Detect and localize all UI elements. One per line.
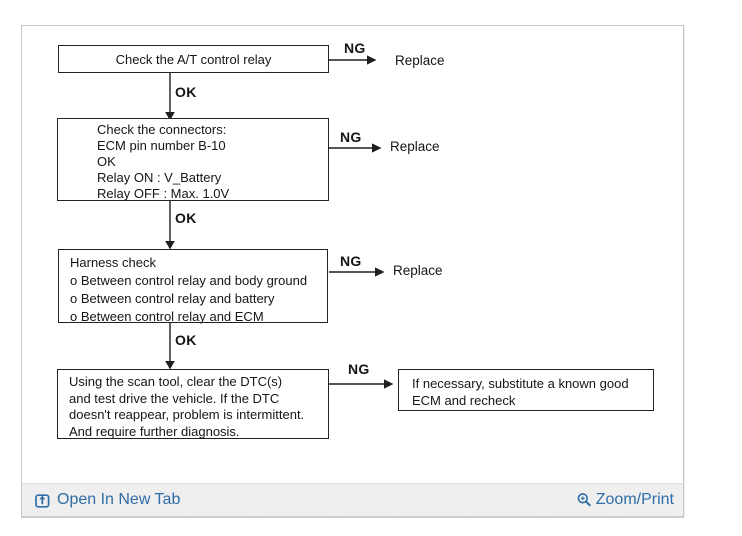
flow-step-line: Harness check	[70, 255, 156, 270]
flow-step-line: o Between control relay and ECM	[70, 309, 264, 324]
flow-step-scan-tool: Using the scan tool, clear the DTC(s) an…	[57, 369, 329, 439]
flow-step-line: Check the connectors:	[97, 122, 227, 137]
flow-step-line: ECM pin number B-10	[97, 138, 226, 153]
ok-label: OK	[175, 84, 197, 100]
open-in-new-tab-link[interactable]: Open In New Tab	[34, 491, 180, 509]
zoom-magnifier-icon	[576, 492, 593, 509]
flow-step-line: And require further diagnosis.	[69, 423, 240, 439]
flow-step-check-connectors: Check the connectors: ECM pin number B-1…	[57, 118, 329, 201]
flow-step-line: o Between control relay and battery	[70, 291, 275, 306]
diagram-viewer-panel: Check the A/T control relay Check the co…	[21, 25, 684, 517]
viewer-footer-bar: Open In New Tab Zoom/Print	[22, 483, 683, 516]
flowchart-canvas: Check the A/T control relay Check the co…	[22, 26, 683, 483]
flow-step-check-relay: Check the A/T control relay	[58, 45, 329, 73]
flow-result-substitute-ecm: If necessary, substitute a known good EC…	[398, 369, 654, 411]
replace-label: Replace	[393, 263, 443, 278]
ok-label: OK	[175, 332, 197, 348]
zoom-print-link[interactable]: Zoom/Print	[576, 491, 674, 509]
open-in-new-tab-icon	[34, 492, 51, 509]
flow-step-line: OK	[97, 154, 116, 169]
flowchart-arrows	[165, 55, 394, 389]
open-in-new-tab-label: Open In New Tab	[57, 491, 181, 508]
flow-step-line: ECM and recheck	[412, 393, 516, 408]
ng-label: NG	[344, 40, 366, 56]
ng-label: NG	[348, 361, 370, 377]
flow-step-text: Check the A/T control relay	[115, 51, 272, 67]
replace-label: Replace	[390, 139, 440, 154]
ok-label: OK	[175, 210, 197, 226]
ng-label: NG	[340, 129, 362, 145]
replace-label: Replace	[395, 53, 445, 68]
flow-step-line: o Between control relay and body ground	[70, 273, 308, 288]
flow-step-line: Relay ON : V_Battery	[97, 170, 222, 185]
flow-step-line: Using the scan tool, clear the DTC(s)	[69, 374, 283, 389]
flow-step-line: Relay OFF : Max. 1.0V	[97, 186, 230, 201]
ng-label: NG	[340, 253, 362, 269]
flow-step-line: and test drive the vehicle. If the DTC	[69, 390, 280, 406]
flow-step-harness-check: Harness check o Between control relay an…	[58, 249, 328, 324]
flow-step-line: If necessary, substitute a known good	[412, 376, 629, 391]
flow-step-line: doesn't reappear, problem is intermitten…	[69, 407, 305, 422]
zoom-print-label: Zoom/Print	[595, 491, 674, 508]
